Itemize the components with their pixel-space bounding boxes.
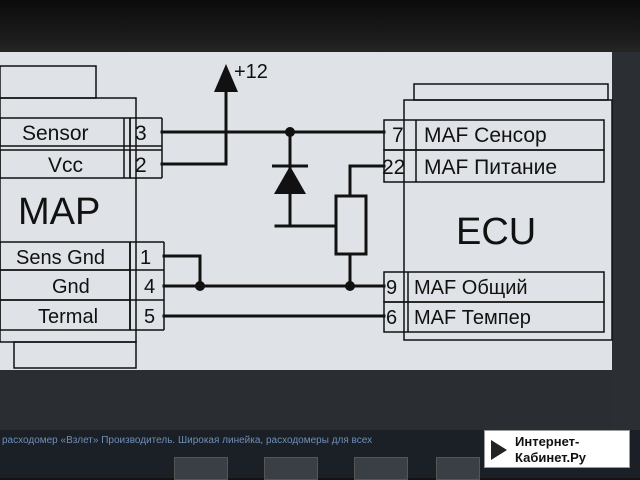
ecu-pin-name-7: MAF Сенсор [424,124,547,147]
map-pin-number-sensgnd: 1 [140,247,151,269]
screen-lower-area [0,370,612,430]
resistor-symbol [334,194,368,256]
ecu-pin-number-6: 6 [386,307,397,329]
thumbnail[interactable] [174,457,228,480]
thumbnail[interactable] [436,457,480,480]
map-title: MAP [18,191,100,233]
map-pin-name-vcc: Vcc [48,154,83,177]
screen-right-edge [612,52,640,430]
junction-dot [285,127,295,137]
monitor-bezel [0,0,640,58]
junction-dot [195,281,205,291]
map-pin-name-sensgnd: Sens Gnd [16,247,105,269]
watermark-logo: Интернет- Кабинет.Ру [484,430,630,468]
ecu-pin-name-22: MAF Питание [424,156,557,179]
map-pin-number-gnd: 4 [144,276,155,298]
supply-12v-label: +12 [234,61,268,83]
map-pin-name-sensor: Sensor [22,122,89,145]
watermark-line-1: Интернет- [515,434,580,449]
map-pin-name-termal: Termal [38,306,98,328]
ecu-pin-number-7: 7 [392,124,404,147]
play-arrow-icon [491,440,507,460]
wire-sensgnd-to-ground [162,254,202,288]
ecu-pin-name-6: MAF Темпер [414,307,531,329]
footer-text[interactable]: расходомер «Взлет» Производитель. Широка… [2,435,373,446]
map-pin-number-sensor: 3 [135,122,147,145]
thumbnail[interactable] [264,457,318,480]
junction-dot [345,281,355,291]
diode-symbol [272,164,308,194]
ecu-pin-number-22: 22 [382,156,405,179]
map-pin-dividers [123,118,131,330]
map-pin-row-vcc [0,149,131,179]
ecu-title: ECU [456,211,536,253]
map-pin-row-sensor [0,117,131,147]
ecu-pin-name-9: MAF Общий [414,277,528,299]
ecu-pin-number-9: 9 [386,277,397,299]
ecu-connector-body [403,99,613,341]
junction-dots [195,127,355,291]
watermark-line-2: Кабинет.Ру [515,450,586,465]
map-pin-name-gnd: Gnd [52,276,90,298]
map-pin-number-vcc: 2 [135,154,147,177]
wire-maf-power-to-resistor [348,164,386,198]
map-connector-bottom-tab [13,341,137,369]
wire-vcc-to-supply [160,128,228,166]
thumbnail[interactable] [354,457,408,480]
map-pin-number-termal: 5 [144,306,155,328]
